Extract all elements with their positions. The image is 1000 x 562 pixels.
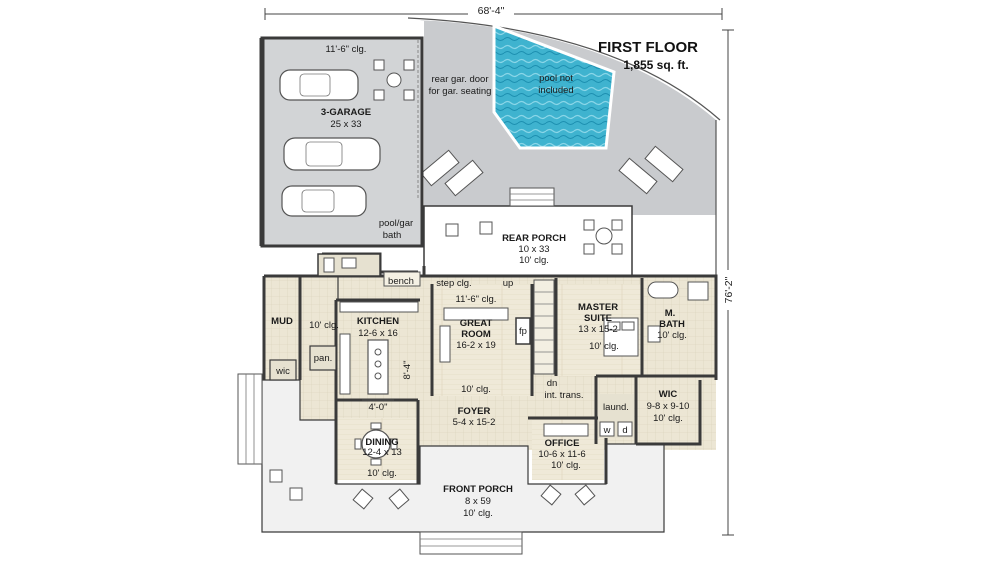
- kitchen-name: KITCHEN: [357, 316, 399, 327]
- rear-porch-chairs: [445, 219, 623, 255]
- car-icon: [281, 185, 367, 217]
- island-dimension: 8'-4": [402, 361, 413, 380]
- step-ceiling-label: step clg.: [436, 278, 471, 289]
- front-porch-chairs: [269, 469, 596, 510]
- sofa: [443, 307, 509, 321]
- rear-garage-door-label-2: for gar. seating: [429, 86, 492, 97]
- dining-size: 12-4 x 13: [362, 447, 402, 458]
- pool-bath-label-2: bath: [383, 230, 402, 241]
- master-bath-name-2: BATH: [659, 319, 685, 330]
- foyer-size: 5-4 x 15-2: [453, 417, 496, 428]
- sofa-side: [439, 325, 451, 363]
- bench: [383, 271, 421, 287]
- depth-dimension: 76'-2": [720, 29, 736, 536]
- lounge-chairs-right: [618, 145, 684, 195]
- office-size: 10-6 x 11-6: [538, 449, 585, 460]
- rear-garage-door-label-1: rear gar. door: [431, 74, 488, 85]
- rear-porch-ceiling: 10' clg.: [519, 255, 549, 266]
- sink-icon: [341, 257, 357, 269]
- plan-title: FIRST FLOOR: [598, 39, 698, 56]
- bathtub-icon: [647, 281, 679, 299]
- master-bath-ceiling: 10' clg.: [657, 330, 687, 341]
- kitchen-size: 12-6 x 16: [358, 328, 398, 339]
- great-room-ceiling-top: 11'-6" clg.: [456, 294, 497, 305]
- front-porch-size: 8 x 59: [465, 496, 491, 507]
- kitchen-gap-dimension: 4'-0": [369, 402, 388, 413]
- office-ceiling: 10' clg.: [551, 460, 581, 471]
- width-dimension: 68'-4": [264, 4, 723, 20]
- toilet-icon: [323, 257, 335, 273]
- pool-label-2: included: [538, 85, 573, 96]
- car-icon: [279, 69, 359, 101]
- garage-ceiling: 11'-6" clg.: [326, 44, 367, 55]
- patio-edge-arc: [407, 17, 721, 121]
- pillow: [607, 321, 621, 331]
- great-room-name-1: GREAT: [460, 318, 493, 329]
- master-bath-name-1: M.: [665, 308, 676, 319]
- lounge-chairs-left: [420, 149, 484, 197]
- foyer-name: FOYER: [458, 406, 491, 417]
- master-suite-name-1: MASTER: [578, 302, 618, 313]
- pool-bath-label-1: pool/gar: [379, 218, 413, 229]
- great-room-ceiling: 10' clg.: [461, 384, 491, 395]
- washer-icon: [599, 421, 615, 437]
- plan-area: 1,855 sq. ft.: [623, 58, 688, 72]
- great-room-name-2: ROOM: [461, 329, 491, 340]
- up-label: up: [503, 278, 514, 289]
- garage-size: 25 x 33: [330, 119, 361, 130]
- master-wic-name: WIC: [659, 389, 678, 400]
- kitchen-counter-side: [339, 333, 351, 395]
- rear-porch-steps: [509, 187, 555, 207]
- garage-seating: [373, 59, 415, 101]
- mud-wic: [269, 359, 297, 381]
- rear-porch-size: 10 x 33: [518, 244, 549, 255]
- side-steps: [237, 373, 263, 465]
- office-name: OFFICE: [545, 438, 580, 449]
- bench-label: bench: [388, 276, 414, 287]
- pool-label-1: pool not: [539, 73, 573, 84]
- down-label: dn: [547, 378, 558, 389]
- rear-porch-name: REAR PORCH: [502, 233, 566, 244]
- front-porch-name: FRONT PORCH: [443, 484, 513, 495]
- dining-table: [361, 429, 391, 459]
- vanity-icon: [647, 325, 661, 343]
- dryer-icon: [617, 421, 633, 437]
- front-porch-ceiling: 10' clg.: [463, 508, 493, 519]
- mud-label: MUD: [271, 316, 293, 327]
- laundry-label: laund.: [603, 402, 629, 413]
- int-trans-label: int. trans.: [544, 390, 583, 401]
- pantry-label: pan.: [314, 353, 333, 364]
- dining-chairs: [354, 422, 398, 466]
- car-icon: [283, 137, 381, 171]
- fireplace: [515, 317, 531, 345]
- dining-name: DINING: [365, 437, 398, 448]
- washer-label: w: [603, 425, 611, 436]
- great-room-size: 16-2 x 19: [456, 340, 496, 351]
- office-desk: [543, 423, 589, 437]
- pool: [492, 23, 616, 150]
- dining-ceiling: 10' clg.: [367, 468, 397, 479]
- stairs: [533, 279, 555, 375]
- pillow: [621, 321, 635, 331]
- front-porch-steps: [419, 531, 523, 555]
- shower-icon: [687, 281, 709, 301]
- mud-ceiling: 10' clg.: [309, 320, 339, 331]
- pantry: [309, 345, 337, 371]
- master-wic-ceiling: 10' clg.: [653, 413, 683, 424]
- fireplace-label: fp: [519, 326, 527, 337]
- master-suite-ceiling: 10' clg.: [589, 341, 619, 352]
- master-suite-name-2: SUITE: [584, 313, 612, 324]
- garage-name: 3-GARAGE: [321, 107, 371, 118]
- kitchen-counter: [339, 301, 419, 313]
- depth-dimension-label: 76'-2": [723, 276, 735, 303]
- master-suite-size: 13 x 15-2: [578, 324, 618, 335]
- master-wic-size: 9-8 x 9-10: [647, 401, 690, 412]
- width-dimension-label: 68'-4": [478, 5, 505, 17]
- dryer-label: d: [622, 425, 627, 436]
- mud-wic-label: wic: [275, 366, 290, 377]
